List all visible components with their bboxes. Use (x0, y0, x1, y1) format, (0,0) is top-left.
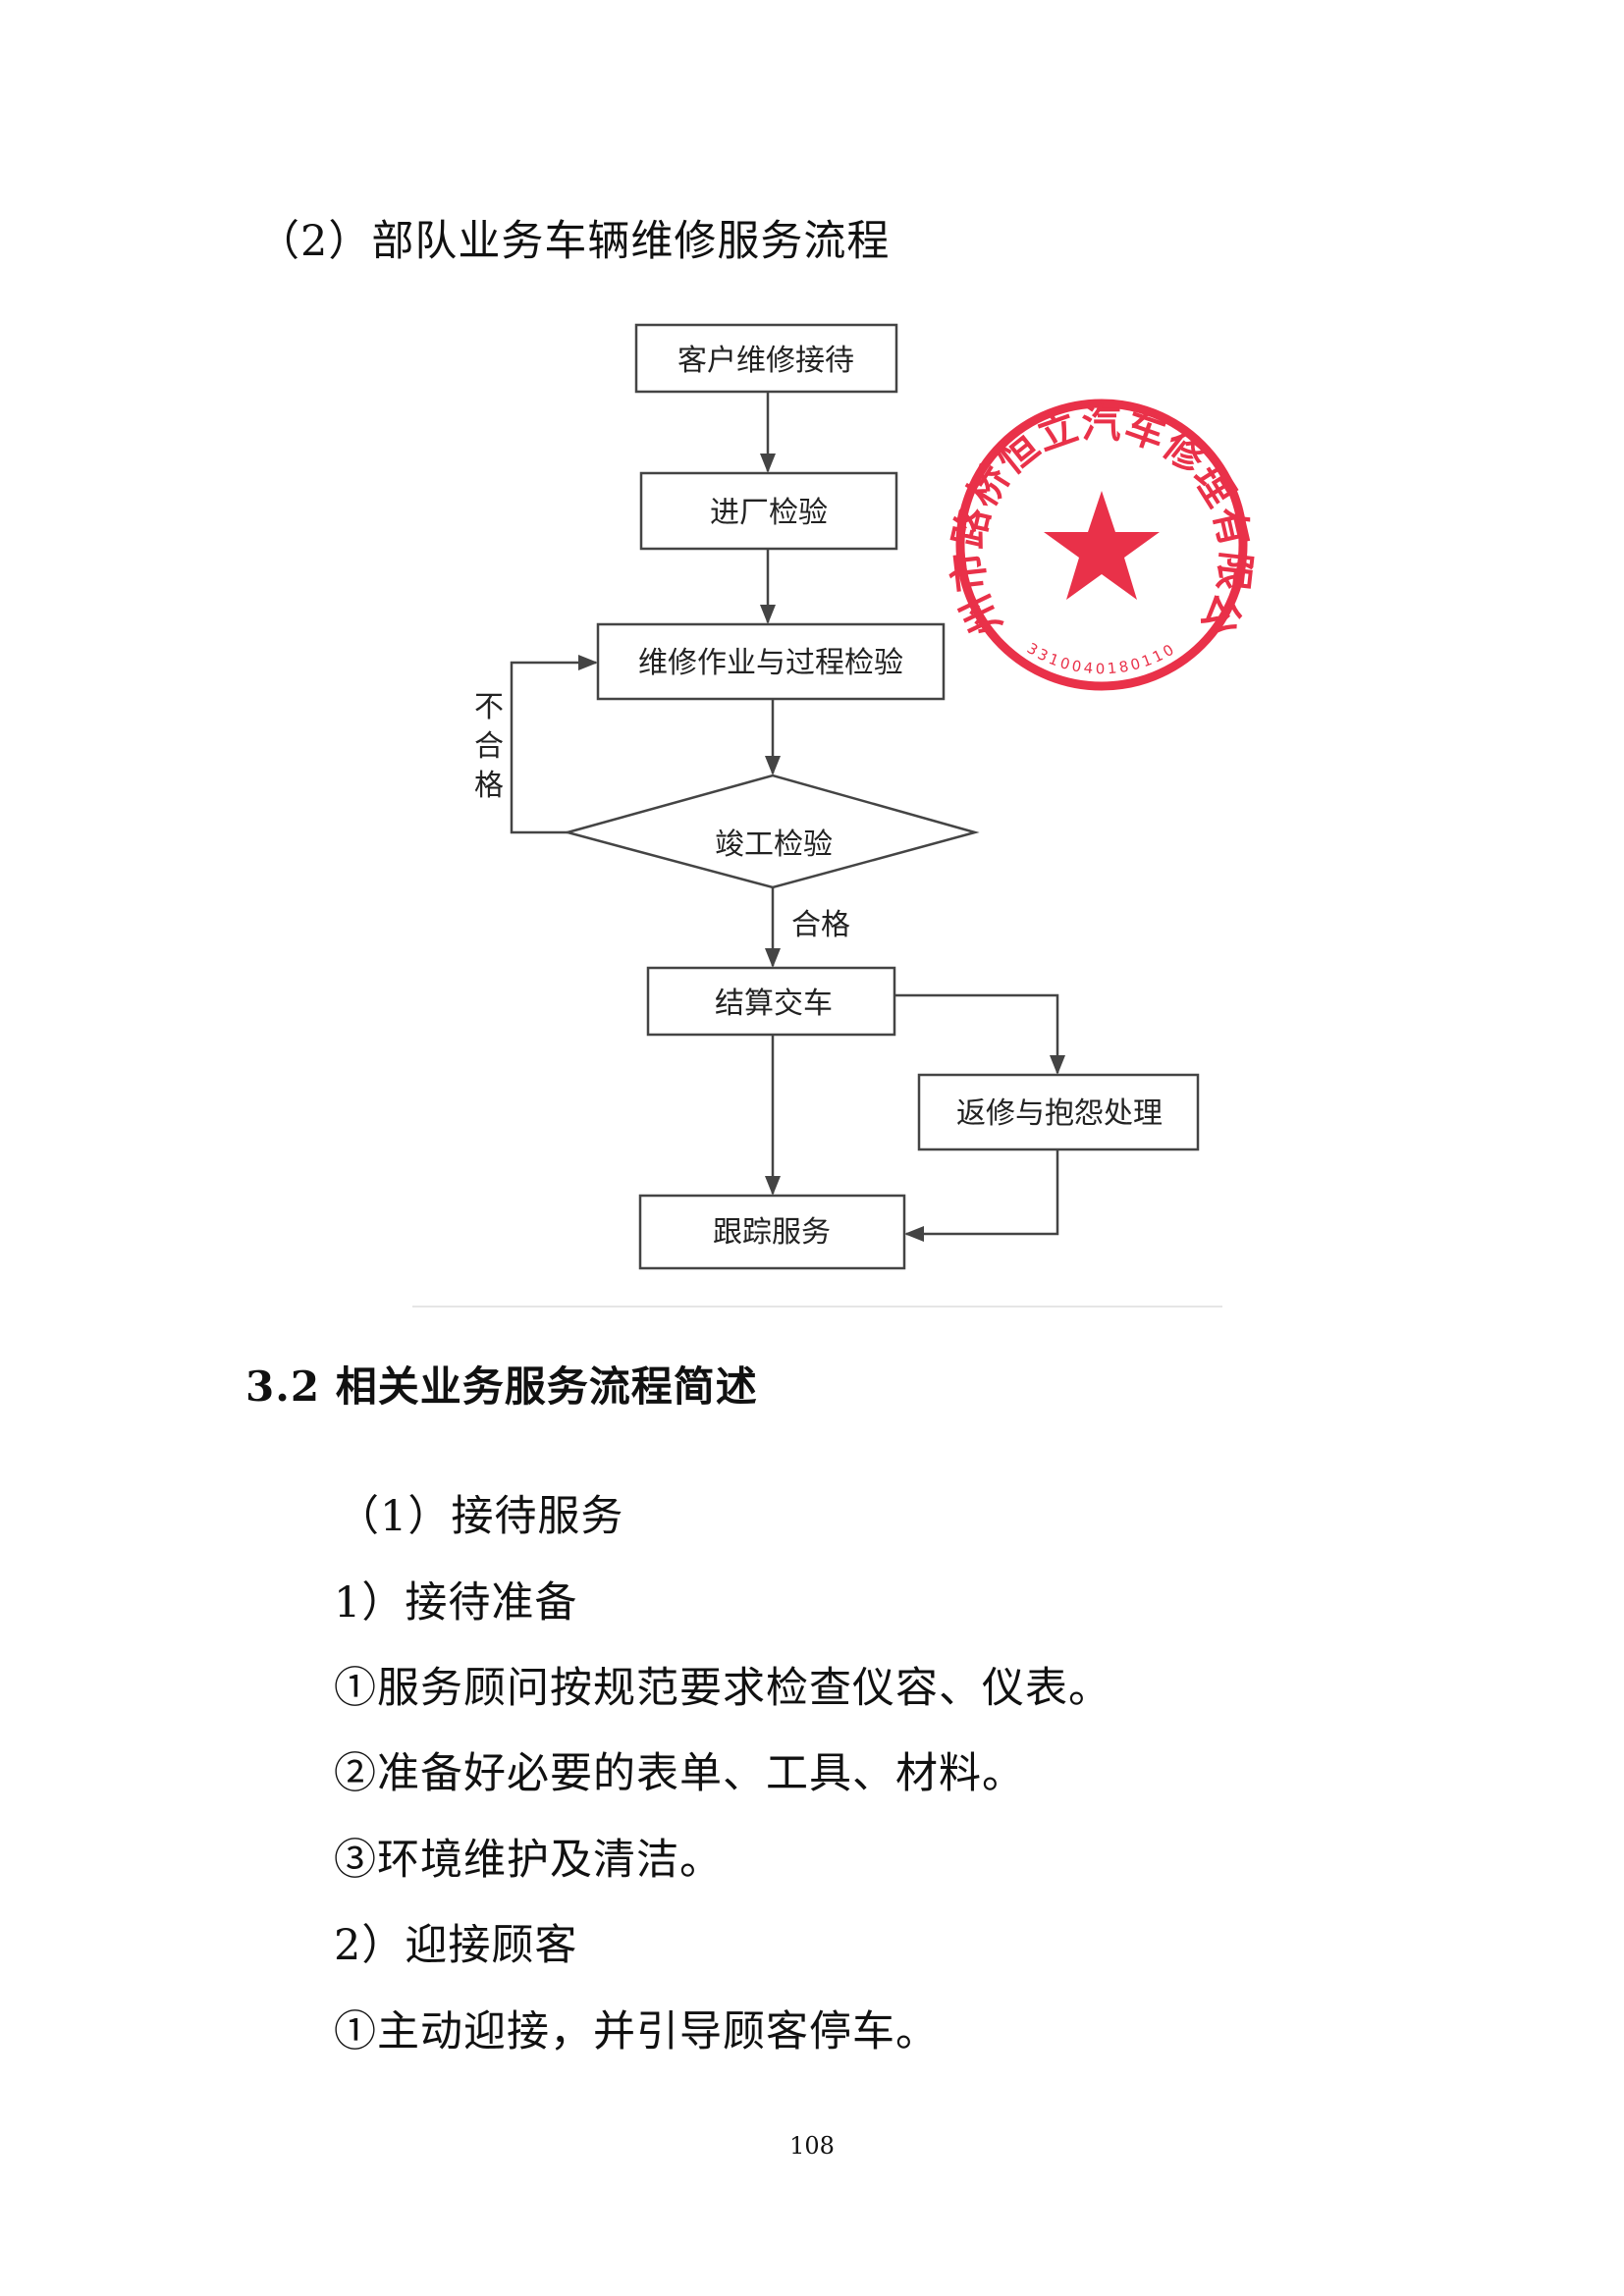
paragraph-item-1: ①服务顾问按规范要求检查仪容、仪表。 (334, 1664, 1111, 1713)
edge-rework-to-follow-up (904, 1149, 1059, 1242)
fail-label-char-2: 合 (474, 729, 504, 764)
paragraph-item-3: ③环境维护及清洁。 (334, 1836, 723, 1885)
node-repair-process-label: 维修作业与过程检验 (638, 646, 903, 680)
page-title: （2）部队业务车辆维修服务流程 (257, 217, 891, 266)
edge-fail-loop (510, 655, 598, 834)
paragraph-reception-service: （1）接待服务 (337, 1492, 624, 1541)
node-rework-label: 返修与抱怨处理 (956, 1096, 1163, 1131)
pass-label: 合格 (791, 908, 850, 942)
node-settlement-label: 结算交车 (715, 987, 833, 1021)
node-completion-inspection-label: 竣工检验 (715, 828, 833, 862)
company-seal: 台州市路桥恒立汽车修理有限公司 3310040180110 (0, 0, 1258, 691)
node-follow-up-label: 跟踪服务 (713, 1215, 831, 1250)
edge-settlement-to-rework (894, 993, 1065, 1075)
node-completion-inspection-diamond (563, 774, 980, 889)
paragraph-item-2: ②准备好必要的表单、工具、材料。 (334, 1749, 1025, 1798)
page-number: 108 (789, 2132, 835, 2160)
node-repair-process-box (596, 622, 946, 701)
node-entry-inspection-label: 进厂检验 (710, 496, 828, 530)
fail-label-char-3: 格 (474, 769, 504, 803)
node-entry-inspection-box (639, 471, 898, 551)
paragraph-greet-customer: 2）迎接顾客 (334, 1921, 578, 1970)
node-reception-label: 客户维修接待 (677, 344, 854, 378)
fail-label-char-1: 不 (474, 690, 504, 724)
paragraph-item-greet-1: ①主动迎接，并引导顾客停车。 (334, 2007, 939, 2056)
seal-star-icon (1044, 491, 1160, 600)
node-rework-box (917, 1073, 1200, 1151)
node-reception-box (634, 323, 898, 394)
section-heading: 3.2 相关业务服务流程简述 (245, 1362, 758, 1411)
flowchart: 客户维修接待 进厂检验 维修作业与过程检验 竣工检验 结算交车 返修与抱怨处理 … (0, 0, 1258, 1308)
node-settlement-box (646, 966, 896, 1037)
paragraph-reception-prep: 1）接待准备 (334, 1578, 578, 1628)
